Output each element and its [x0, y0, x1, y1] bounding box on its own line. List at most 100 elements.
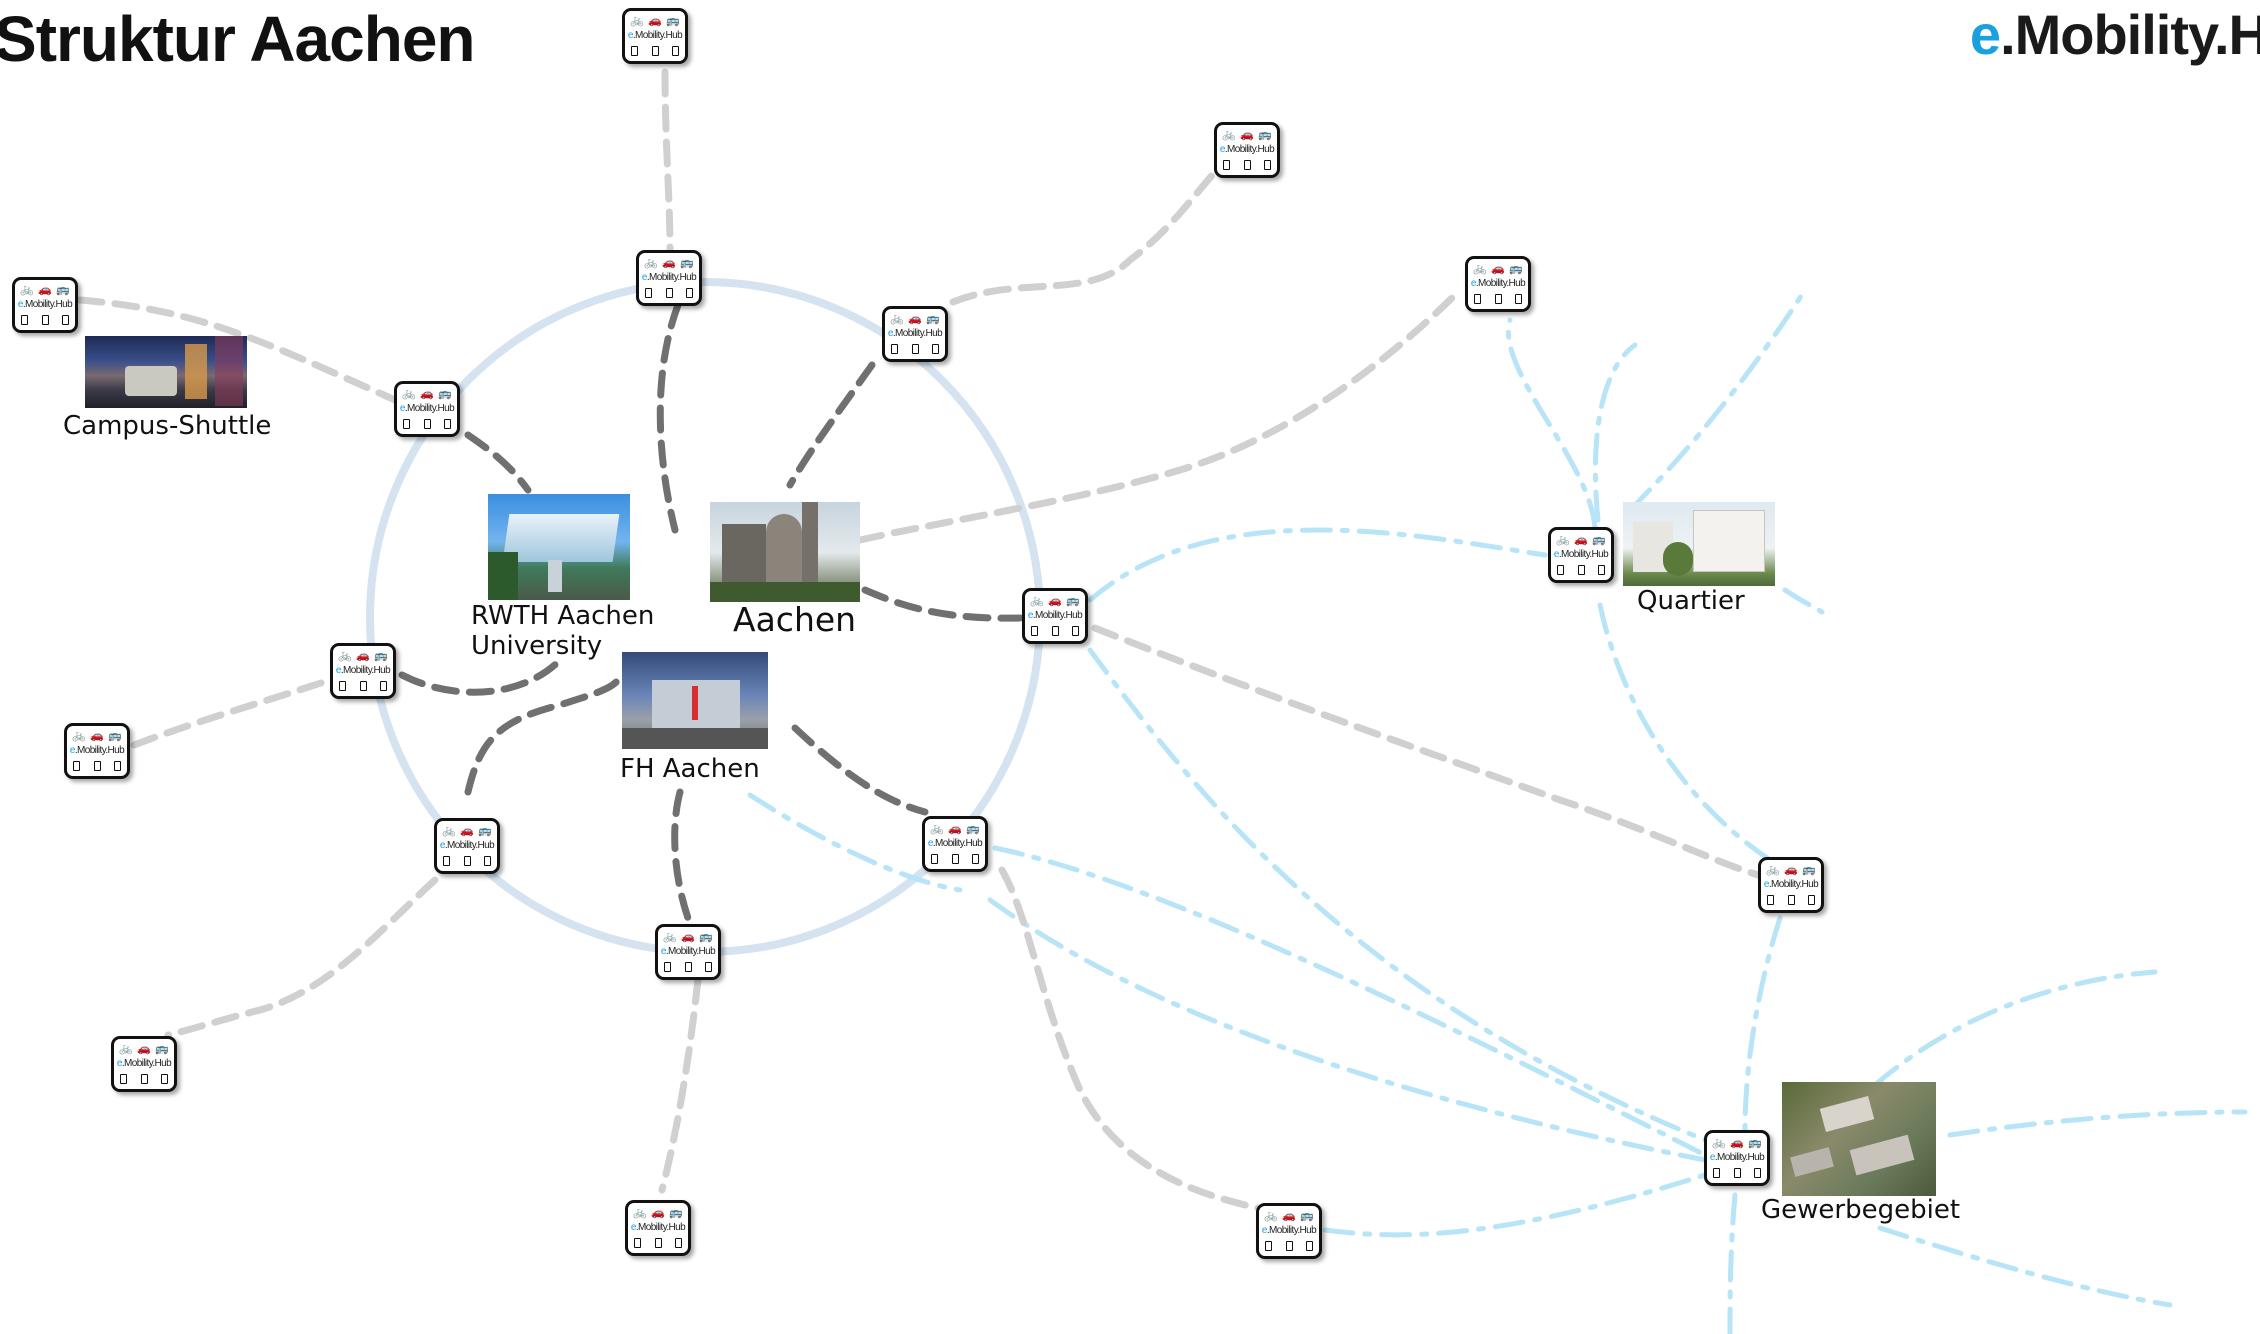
hub-charger-icons: [1223, 160, 1271, 171]
hub-vehicle-icons: 🚲🚗🚌: [888, 312, 942, 326]
link-grey-8: [658, 976, 702, 1194]
hub-label: e.Mobility.Hub: [1470, 278, 1526, 290]
hub-vehicle-icons: 🚲🚗🚌: [628, 14, 682, 28]
brand-logo: e.Mobility.H: [1970, 2, 2260, 67]
charger-icon: [1713, 1168, 1720, 1178]
hub-label-prefix: e: [1553, 549, 1560, 560]
hub-label: e.Mobility.Hub: [630, 1222, 686, 1234]
hub-label-rest: .Mobility.Hub: [444, 840, 495, 851]
car-icon: 🚗: [1491, 263, 1505, 275]
mobility-hub-icon: 🚲🚗🚌e.Mobility.Hub: [655, 924, 721, 980]
locker-icon: [705, 962, 712, 972]
bus-icon: 🚌: [1258, 129, 1272, 141]
quartier-photo: [1623, 502, 1775, 586]
hub-label-rest: .Mobility.Hub: [632, 30, 683, 41]
hub-label-prefix: e: [1709, 1152, 1716, 1163]
hub-vehicle-icons: 🚲🚗🚌: [1554, 533, 1608, 547]
bus-icon: 🚌: [478, 825, 492, 837]
hub-label-prefix: e: [641, 272, 648, 283]
hub-label-prefix: e: [17, 299, 24, 310]
hub-vehicle-icons: 🚲🚗🚌: [18, 283, 72, 297]
locker-icon: [444, 419, 451, 429]
hub-charger-icons: [21, 315, 69, 326]
charger-icon: [634, 1238, 641, 1248]
hub-label: e.Mobility.Hub: [1763, 879, 1819, 891]
hub-charger-icons: [1474, 294, 1522, 305]
link-grey-1: [661, 68, 674, 254]
gewerbegebiet-photo: [1782, 1082, 1936, 1196]
locker-icon: [161, 1074, 168, 1084]
link-blue-9: [1627, 287, 1808, 513]
label-fh-aachen: FH Aachen: [620, 754, 760, 784]
hub-vehicle-icons: 🚲🚗🚌: [400, 387, 454, 401]
hub-vehicle-icons: 🚲🚗🚌: [117, 1042, 171, 1056]
phone-icon: [463, 856, 471, 866]
hub-label-rest: .Mobility.Hub: [1224, 144, 1275, 155]
bus-icon: 🚌: [966, 823, 980, 835]
mobility-hub-icon: 🚲🚗🚌 e.Mobility.Hub: [394, 381, 460, 437]
mobility-hub-icon: 🚲🚗🚌 e.Mobility.Hub: [1256, 1203, 1322, 1259]
charger-icon: [73, 761, 80, 771]
hub-label-prefix: e: [1470, 278, 1477, 289]
hub-charger-icons: [891, 344, 939, 355]
hub-vehicle-icons: 🚲🚗🚌: [1262, 1209, 1316, 1223]
bus-icon: 🚌: [374, 650, 388, 662]
mobility-hub-icon: 🚲🚗🚌 e.Mobility.Hub: [1704, 1130, 1770, 1186]
link-grey-5: [76, 296, 399, 404]
hub-label: e.Mobility.Hub: [627, 30, 683, 42]
hub-label: e.Mobility.Hub: [1261, 1225, 1317, 1237]
hub-label-rest: .Mobility.Hub: [1558, 549, 1609, 560]
mobility-hub-icon: 🚲🚗🚌e.Mobility.Hub: [625, 1200, 691, 1256]
bus-icon: 🚌: [1748, 1137, 1762, 1149]
charger-icon: [1223, 160, 1230, 170]
bike-icon: 🚲: [402, 388, 416, 400]
link-blue-12: [1742, 915, 1783, 1133]
hub-label-rest: .Mobility.Hub: [1768, 879, 1819, 890]
link-blue-4: [987, 897, 1708, 1163]
hub-label-rest: .Mobility.Hub: [635, 1222, 686, 1233]
hub-label: e.Mobility.Hub: [927, 838, 983, 850]
locker-icon: [380, 681, 387, 691]
hub-vehicle-icons: 🚲🚗🚌: [1220, 128, 1274, 142]
bike-icon: 🚲: [72, 730, 86, 742]
hub-charger-icons: [73, 761, 121, 772]
link-blue-11: [1597, 602, 1773, 863]
bus-icon: 🚌: [1592, 534, 1606, 546]
locker-icon: [1515, 294, 1522, 304]
page-title: Struktur Aachen: [0, 3, 475, 75]
hub-vehicle-icons: 🚲🚗🚌: [1710, 1136, 1764, 1150]
hub-vehicle-icons: 🚲🚗🚌: [642, 256, 696, 270]
hub-charger-icons: [120, 1074, 168, 1085]
hub-label-rest: .Mobility.Hub: [1475, 278, 1526, 289]
label-aachen: Aachen: [733, 600, 857, 639]
phone-icon: [1051, 626, 1059, 636]
mobility-hub-icon: 🚲🚗🚌 e.Mobility.Hub: [622, 8, 688, 64]
bike-icon: 🚲: [930, 823, 944, 835]
grey-dashed-lines: [76, 68, 1762, 1212]
hub-label: e.Mobility.Hub: [69, 745, 125, 757]
mobility-hub-icon: 🚲🚗🚌 e.Mobility.Hub: [636, 250, 702, 306]
phone-icon: [651, 46, 659, 56]
phone-icon: [665, 288, 673, 298]
bike-icon: 🚲: [1556, 534, 1570, 546]
logo-prefix: e: [1969, 3, 2001, 66]
hub-label-rest: .Mobility.Hub: [646, 272, 697, 283]
hub-label: e.Mobility.Hub: [1709, 1152, 1765, 1164]
hub-label: e.Mobility.Hub: [399, 403, 455, 415]
charger-icon: [931, 854, 938, 864]
aachen-cathedral-photo: [710, 502, 860, 602]
locker-icon: [1808, 895, 1815, 905]
hub-charger-icons: [1265, 1241, 1313, 1252]
mobility-hub-icon: 🚲🚗🚌e.Mobility.Hub: [922, 816, 988, 872]
phone-icon: [684, 962, 692, 972]
link-blue-16: [1727, 1192, 1738, 1334]
hub-charger-icons: [1767, 895, 1815, 906]
bus-icon: 🚌: [1066, 595, 1080, 607]
hub-label: e.Mobility.Hub: [335, 665, 391, 677]
hub-vehicle-icons: 🚲🚗🚌: [440, 824, 494, 838]
charger-icon: [1557, 565, 1564, 575]
hub-label-prefix: e: [439, 840, 446, 851]
hub-label-rest: .Mobility.Hub: [665, 946, 716, 957]
link-grey-6: [130, 676, 334, 749]
